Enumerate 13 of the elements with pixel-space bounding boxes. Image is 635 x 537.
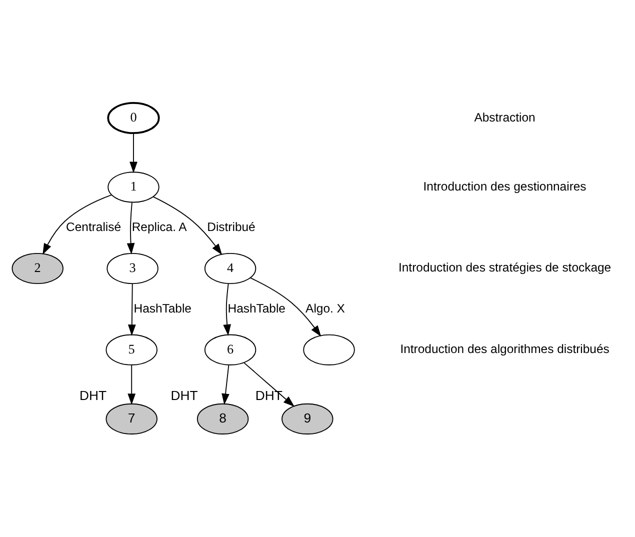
edge-label: HashTable	[228, 301, 286, 316]
label: Introduction des algorithmes distribués	[400, 342, 610, 356]
edge-label: Replica. A	[132, 220, 187, 234]
node-label: DHT	[170, 388, 198, 404]
edge-label: Algo. X	[306, 301, 345, 316]
edge-label: HashTable	[134, 301, 192, 316]
label: Introduction des stratégies de stockage	[398, 260, 612, 275]
edge-label: Distribué	[207, 220, 256, 234]
label: Abstraction	[474, 110, 536, 124]
node-label: DHT	[255, 388, 282, 404]
edge-label: Centralisé	[66, 220, 122, 234]
label: Introduction des gestionnaires	[423, 179, 586, 194]
node-label: DHT	[80, 388, 107, 404]
